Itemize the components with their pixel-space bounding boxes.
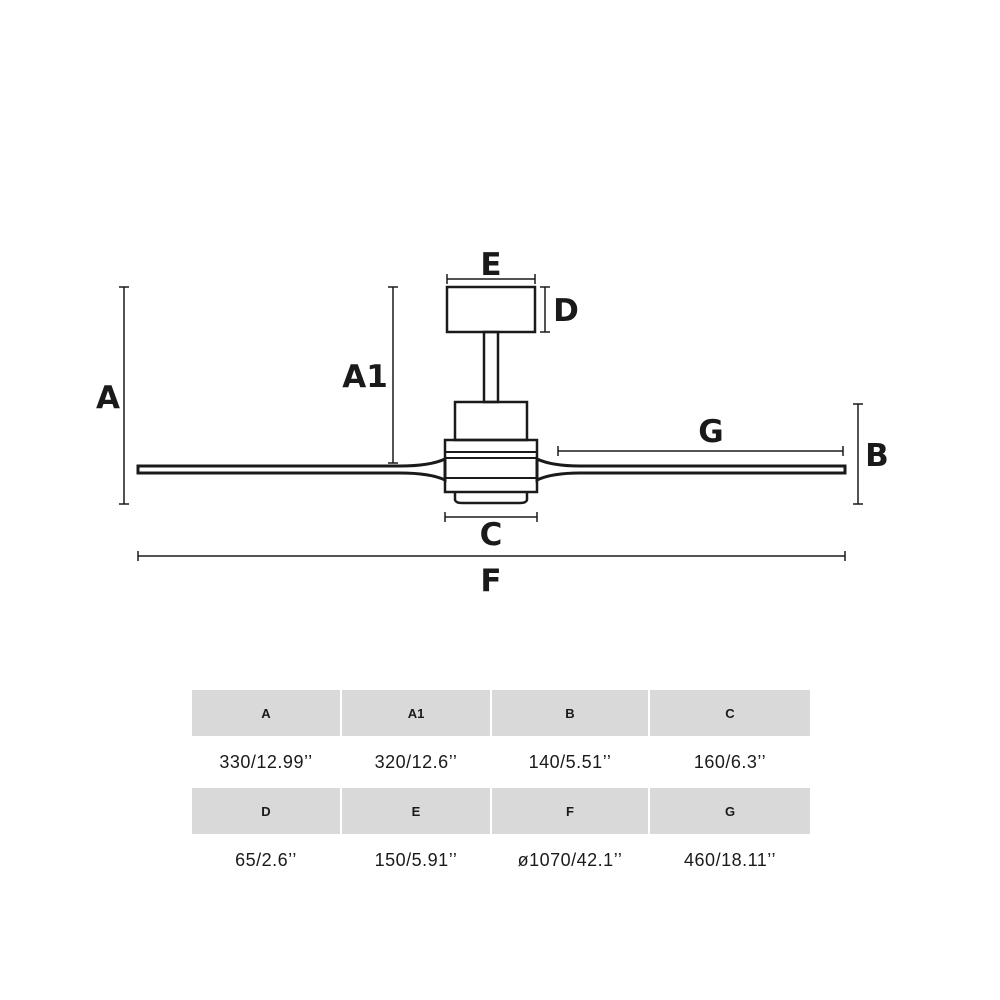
fan-motor-housing xyxy=(453,400,529,442)
dimension-label-a: A xyxy=(96,380,120,416)
dimension-line-a1 xyxy=(388,286,398,464)
dimension-line-a xyxy=(119,286,129,505)
table-value-cell: 140/5.51’’ xyxy=(528,751,612,772)
table-value-cell: 330/12.99’’ xyxy=(219,751,313,772)
dimension-label-f: F xyxy=(480,563,501,599)
dimension-line-b xyxy=(853,403,863,505)
dimension-line-d xyxy=(540,286,550,333)
fan-motor-body xyxy=(443,438,539,494)
table-header-row: A A1 B C xyxy=(190,690,812,736)
dimension-line-g xyxy=(557,446,844,456)
table-header-row: D E F G xyxy=(190,788,812,834)
table-value-cell: 460/18.11’’ xyxy=(684,849,776,870)
fan-blade-right xyxy=(535,456,847,483)
fan-bottom-cap xyxy=(453,492,529,505)
table-value-row: 330/12.99’’ 320/12.6’’ 140/5.51’’ 160/6.… xyxy=(191,736,811,788)
table-value-cell: 160/6.3’’ xyxy=(693,751,767,772)
table-value-cell: 320/12.6’’ xyxy=(374,751,458,772)
fan-downrod xyxy=(482,330,500,404)
table-header-cell: G xyxy=(648,788,812,834)
dimension-line-e xyxy=(446,274,536,284)
table-header-cell: F xyxy=(490,788,650,834)
fan-canopy xyxy=(445,285,537,334)
dimension-label-a1: A1 xyxy=(342,359,388,395)
fan-blade-left xyxy=(136,456,447,483)
table-header-cell: D xyxy=(190,788,342,834)
dimension-label-g: G xyxy=(698,414,723,450)
table-header-cell: A xyxy=(190,690,342,736)
table-value-cell: ø1070/42.1’’ xyxy=(517,849,623,870)
table-value-cell: 150/5.91’’ xyxy=(374,849,458,870)
table-value-cell: 65/2.6’’ xyxy=(235,849,297,870)
table-header-cell: C xyxy=(648,690,812,736)
table-header-cell: E xyxy=(340,788,492,834)
dimension-label-b: B xyxy=(865,438,889,474)
table-header-cell: B xyxy=(490,690,650,736)
table-value-row: 65/2.6’’ 150/5.91’’ ø1070/42.1’’ 460/18.… xyxy=(191,834,811,886)
dimension-label-d: D xyxy=(553,293,579,329)
dimension-line-f xyxy=(137,551,846,561)
dimension-line-c xyxy=(444,512,538,522)
table-header-cell: A1 xyxy=(340,690,492,736)
dimension-label-c: C xyxy=(480,517,503,553)
dimensions-table: A A1 B C 330/12.99’’ 320/12.6’’ 140/5.51… xyxy=(190,690,812,886)
dimension-label-e: E xyxy=(480,247,501,283)
